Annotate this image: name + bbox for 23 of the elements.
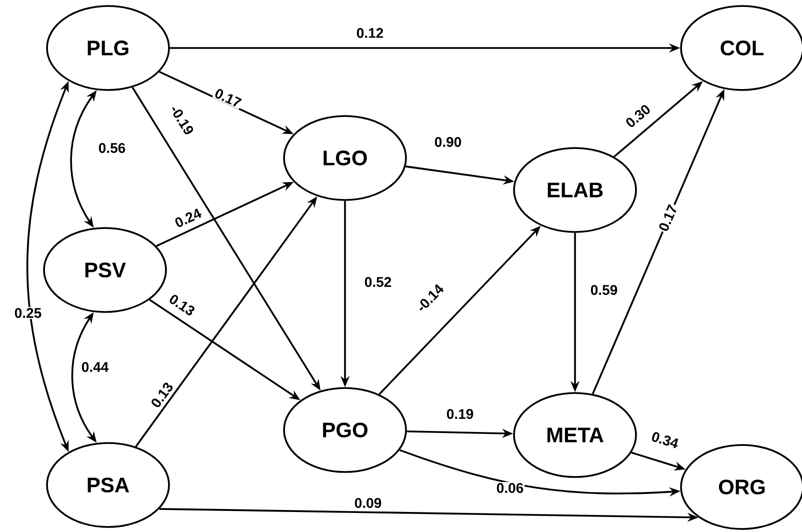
ellipse-node: PLG bbox=[46, 5, 170, 91]
ellipse-node: ELAB bbox=[513, 147, 637, 233]
edge-label: 0.34 bbox=[649, 430, 681, 450]
edge-label: 0.44 bbox=[80, 361, 110, 373]
edge-label: 0.90 bbox=[433, 136, 463, 148]
edge-label: 0.13 bbox=[166, 292, 198, 318]
edge-label: 0.09 bbox=[353, 497, 383, 509]
edge-label: 0.17 bbox=[656, 202, 680, 234]
edge-label: 0.06 bbox=[495, 482, 525, 494]
edge-label: 0.12 bbox=[355, 27, 385, 39]
edge-label: 0.30 bbox=[623, 102, 654, 130]
edge-label: 0.19 bbox=[445, 408, 475, 420]
edge-label: 0.59 bbox=[589, 284, 619, 296]
edge-label: 0.25 bbox=[13, 307, 43, 319]
ellipse-node: LGO bbox=[283, 115, 407, 201]
edge-label: 0.56 bbox=[97, 142, 127, 154]
ellipse-node: PSA bbox=[46, 442, 170, 528]
edge-label: 0.17 bbox=[212, 86, 244, 110]
ellipse-node: PGO bbox=[283, 387, 407, 473]
edge-label: 0.52 bbox=[363, 276, 393, 288]
ellipse-node: META bbox=[513, 392, 637, 478]
ellipse-node: PSV bbox=[43, 227, 167, 313]
edge-label: 0.24 bbox=[172, 206, 204, 230]
